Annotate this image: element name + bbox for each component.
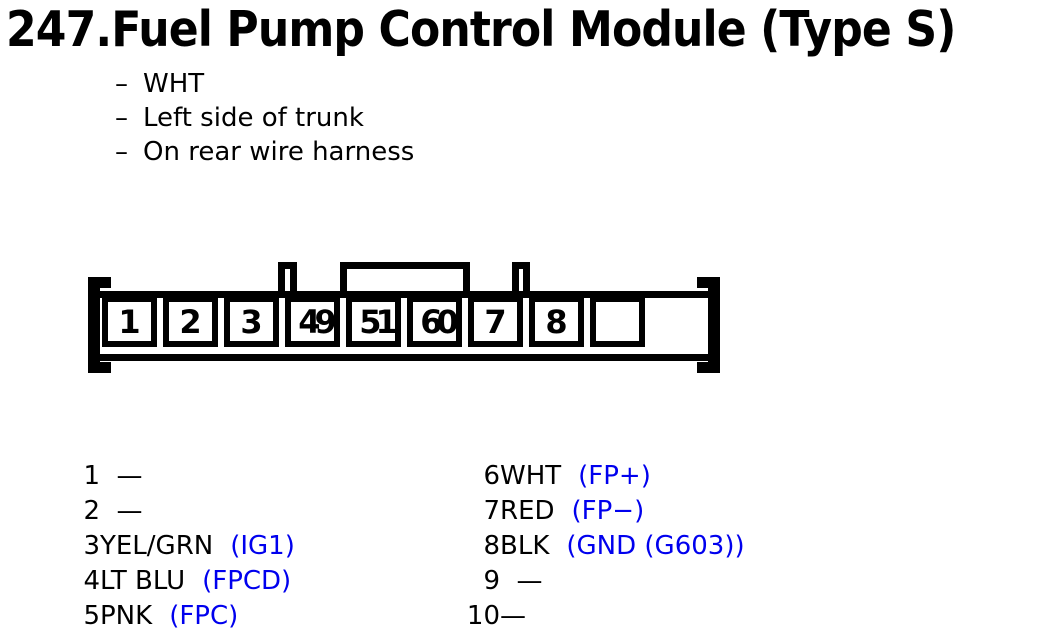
pin-row: 8 BLK (GND (G603))	[464, 529, 745, 564]
pin-row: 6 WHT (FP+)	[464, 459, 745, 494]
connector-cell: 3	[224, 296, 279, 347]
signal-name: (GND (G603))	[566, 531, 745, 561]
wire-color: YEL/GRN	[100, 531, 214, 561]
pin-row: 7 RED (FP−)	[464, 494, 745, 529]
pin-list-left: 1 — 2 — 3 YEL/GRN (IG1) 4 LT BLU (FPCD) …	[62, 459, 295, 634]
connector-cell: 8	[529, 296, 584, 347]
wire-color: RED	[500, 496, 555, 526]
wire-color: —	[100, 496, 143, 526]
page-title: 247.Fuel Pump Control Module (Type S)	[6, 1, 956, 58]
wire-color: —	[500, 601, 526, 631]
signal-name: (FPC)	[169, 601, 239, 631]
pin-row: 2 —	[62, 494, 295, 529]
pin-number: 4	[83, 566, 100, 596]
dash-bullet: –	[115, 69, 128, 99]
signal-name: (FPCD)	[202, 566, 292, 596]
pin-number: 5	[83, 601, 100, 631]
pin-row: 9 —	[464, 564, 745, 599]
dash-bullet: –	[115, 103, 128, 133]
connector-cavity-row: 1 2 3 49 51 60 7 8	[102, 296, 691, 347]
pin-row: 3 YEL/GRN (IG1)	[62, 529, 295, 564]
connector-cell: 51	[346, 296, 401, 347]
connector-key-tab	[278, 262, 297, 292]
pin-number: 7	[483, 496, 500, 526]
connector-cell: 60	[407, 296, 462, 347]
wire-color: PNK	[100, 601, 153, 631]
pin-number: 1	[83, 461, 100, 491]
note-text: On rear wire harness	[143, 137, 415, 167]
wire-color: —	[100, 461, 143, 491]
connector-cell: 49	[285, 296, 340, 347]
connector-key-tab	[512, 262, 530, 292]
wire-color: BLK	[500, 531, 550, 561]
pin-number: 2	[83, 496, 100, 526]
location-notes: – WHT – Left side of trunk – On rear wir…	[115, 67, 414, 169]
pin-number: 10	[466, 601, 500, 631]
pin-number: 9	[483, 566, 500, 596]
connector-key-tab-wide	[340, 262, 470, 292]
pin-row: 5 PNK (FPC)	[62, 599, 295, 634]
pin-number: 6	[483, 461, 500, 491]
wire-color: WHT	[500, 461, 562, 491]
signal-name: (IG1)	[230, 531, 295, 561]
signal-name: (FP+)	[578, 461, 651, 491]
pin-row: 4 LT BLU (FPCD)	[62, 564, 295, 599]
note-text: WHT	[143, 69, 205, 99]
pin-number: 3	[83, 531, 100, 561]
connector-cell-open	[651, 296, 691, 347]
note-text: Left side of trunk	[143, 103, 364, 133]
dash-bullet: –	[115, 137, 128, 167]
signal-name: (FP−)	[571, 496, 645, 526]
connector-cell	[590, 296, 645, 347]
pin-number: 8	[483, 531, 500, 561]
connector-diagram: 1 2 3 49 51 60 7 8	[86, 262, 722, 376]
connector-body	[100, 291, 708, 361]
pin-row: 10 —	[464, 599, 745, 634]
pin-row: 1 —	[62, 459, 295, 494]
note-line: – WHT	[115, 67, 414, 101]
wire-color: LT BLU	[100, 566, 186, 596]
connector-left-flange	[88, 277, 111, 373]
pin-list-right: 6 WHT (FP+) 7 RED (FP−) 8 BLK (GND (G603…	[464, 459, 745, 634]
connector-cell: 7	[468, 296, 523, 347]
connector-cell: 2	[163, 296, 218, 347]
connector-right-flange	[697, 277, 720, 373]
note-line: – Left side of trunk	[115, 101, 414, 135]
connector-cell: 1	[102, 296, 157, 347]
note-line: – On rear wire harness	[115, 135, 414, 169]
wire-color: —	[500, 566, 543, 596]
